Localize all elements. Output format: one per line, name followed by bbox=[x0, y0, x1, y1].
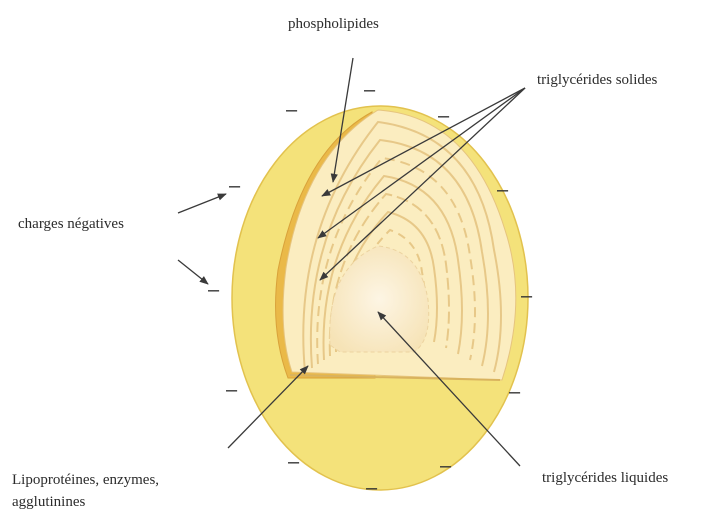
negative-charge-mark: – bbox=[366, 478, 377, 498]
negative-charge-mark: – bbox=[497, 180, 508, 200]
negative-charge-mark: – bbox=[438, 106, 449, 126]
arrow-charge-1 bbox=[178, 194, 226, 213]
negative-charge-mark: – bbox=[229, 176, 240, 196]
label-negative-charges: charges négatives bbox=[18, 214, 124, 234]
label-liquid-triglycerides: triglycérides liquides bbox=[542, 468, 668, 488]
negative-charge-mark: – bbox=[509, 382, 520, 402]
label-solid-triglycerides: triglycérides solides bbox=[537, 70, 657, 90]
negative-charge-mark: – bbox=[208, 280, 219, 300]
label-phospholipids: phospholipides bbox=[288, 14, 379, 34]
label-proteins-line1: Lipoprotéines, enzymes, bbox=[12, 470, 159, 490]
negative-charge-mark: – bbox=[288, 452, 299, 472]
negative-charge-mark: – bbox=[364, 80, 375, 100]
label-proteins-line2: agglutinines bbox=[12, 492, 85, 512]
negative-charge-mark: – bbox=[521, 286, 532, 306]
negative-charge-mark: – bbox=[440, 456, 451, 476]
negative-charge-mark: – bbox=[286, 100, 297, 120]
arrow-charge-2 bbox=[178, 260, 208, 284]
negative-charge-mark: – bbox=[226, 380, 237, 400]
